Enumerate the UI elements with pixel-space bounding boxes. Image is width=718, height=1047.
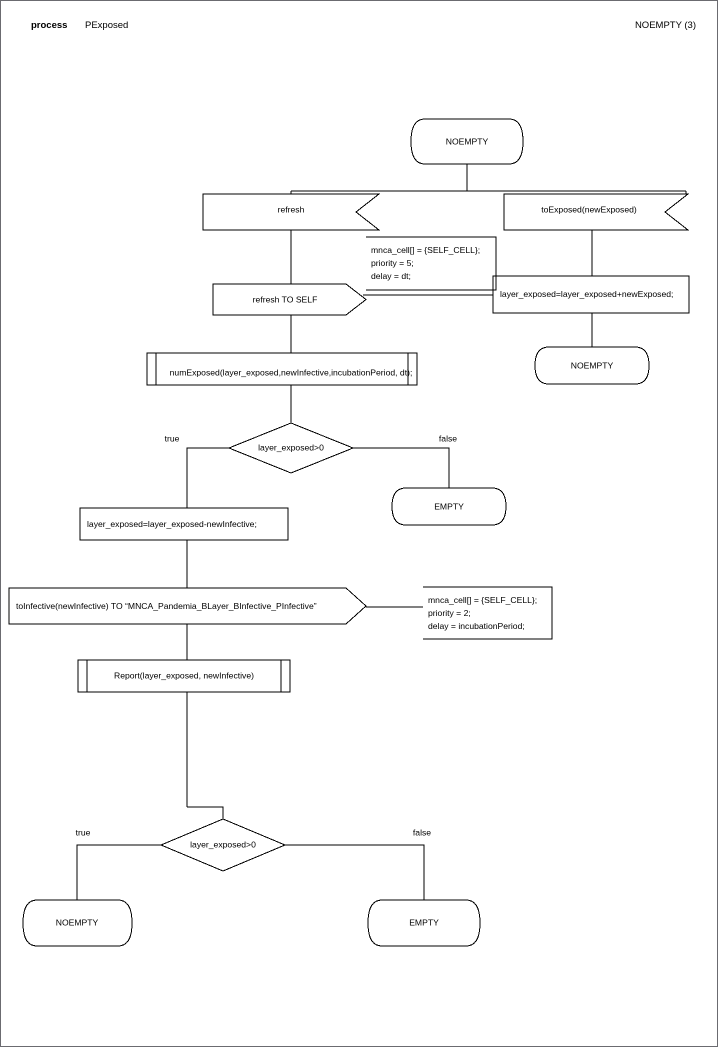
edge-label-bottom-false: false [412,827,432,838]
shape-comment-refresh [366,236,497,291]
shape-output-refresh-self [212,283,367,316]
comment-refresh-line-1: mnca_cell[] = {SELF_CELL}; [371,245,481,255]
edge-label-bottom-true: true [75,827,91,838]
shape-state-empty-bottom [367,899,481,947]
label-task-sub-infective: layer_exposed=layer_exposed-newInfective… [87,519,257,529]
label-decision-top: layer_exposed>0 [258,442,324,453]
shape-input-refresh [202,193,381,231]
header-process-name: PExposed [85,20,129,31]
header-state-label: NOEMPTY (3) [634,20,696,31]
comment-toinfective-line-3: delay = incubationPeriod; [428,621,525,631]
shape-decision-bottom [159,818,287,872]
edge-label-top-false: false [438,433,458,444]
shape-task-sub-infective [79,507,289,541]
label-state-noempty-right: NOEMPTY [570,360,614,371]
shape-state-noempty-bottom [22,899,133,947]
label-call-report: Report(layer_exposed, newInfective) [114,670,254,681]
comment-refresh-line-2: priority = 5; [371,258,414,268]
header-kind-label: process [31,20,68,31]
label-state-noempty-bottom: NOEMPTY [55,917,99,928]
label-input-refresh: refresh [277,204,305,215]
connector-report-bend [187,806,224,819]
label-state-noempty-start: NOEMPTY [445,136,489,147]
connector-bottom-false [285,844,425,900]
edge-label-top-true: true [164,433,180,444]
label-state-empty-top: EMPTY [434,501,464,512]
shape-input-toexposed [503,193,690,231]
connector-bottom-true [76,844,161,900]
label-task-add-exposed: layer_exposed=layer_exposed+newExposed; [500,289,674,299]
shape-comment-toinfective [423,586,553,640]
shape-state-empty-top [391,487,507,526]
connector-decision-false [353,447,450,488]
comment-refresh-line-3: delay = dt; [371,271,411,281]
label-output-toinfective: toInfective(newInfective) TO “MNCA_Pande… [16,601,317,611]
label-output-refresh-self: refresh TO SELF [252,294,318,305]
label-state-empty-bottom: EMPTY [409,917,439,928]
comment-toinfective-line-2: priority = 2; [428,608,471,618]
label-decision-bottom: layer_exposed>0 [190,839,256,850]
comment-toinfective-line-1: mnca_cell[] = {SELF_CELL}; [428,595,538,605]
shape-state-noempty-right [534,346,650,385]
shape-output-toinfective [8,587,367,625]
label-call-numexposed: numExposed(layer_exposed,newInfective,in… [169,367,413,378]
connector-decision-true [186,447,229,508]
label-input-toexposed: toExposed(newExposed) [541,204,637,215]
shape-state-noempty-start [410,118,524,165]
shape-call-numexposed [146,352,418,386]
shape-task-add-exposed [492,275,690,314]
shape-decision-top [227,422,355,474]
shape-call-report [77,659,291,693]
